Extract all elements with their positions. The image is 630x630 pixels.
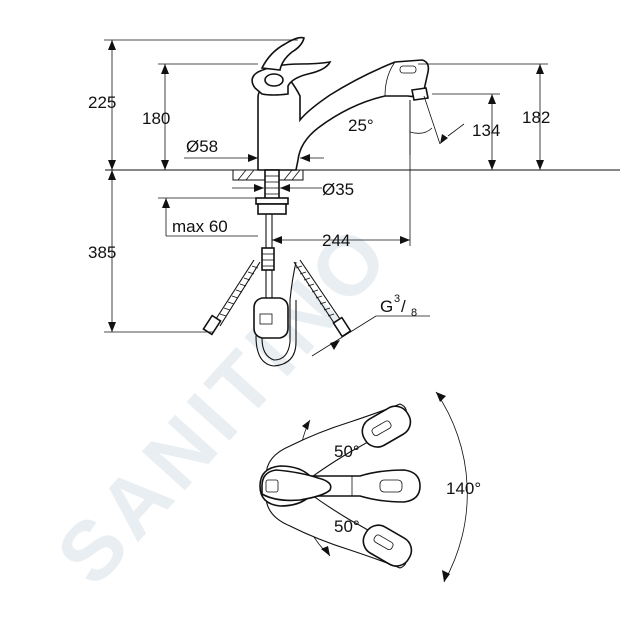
dim-total-height: 225: [88, 93, 116, 112]
angle-lower: 50°: [334, 517, 360, 536]
faucet-top-view: 50° 50° 140°: [259, 391, 481, 583]
spray-head-upper: [361, 405, 412, 448]
lever-handle: [251, 60, 332, 96]
svg-text:3: 3: [394, 293, 400, 305]
angle-total: 140°: [446, 479, 481, 498]
mounting-nut: [255, 197, 289, 205]
hose-weight: [253, 297, 289, 339]
dim-outlet-height: 182: [522, 108, 550, 127]
svg-text:G: G: [380, 297, 393, 316]
svg-text:8: 8: [411, 307, 417, 319]
spray-head-seam: [384, 61, 396, 97]
dim-aerator-height: 134: [472, 121, 500, 140]
faucet-side-view: 225 180 Ø58 182 134 25° Ø35: [88, 36, 620, 367]
dim-body-diameter: Ø58: [186, 137, 218, 156]
lever-top: [261, 469, 332, 502]
hose-weight-clip: [259, 313, 273, 325]
right-supply-hose: [293, 259, 352, 338]
hose-coupling: [261, 247, 275, 271]
svg-text:/: /: [401, 297, 406, 316]
dim-hole-diameter: Ø35: [322, 180, 354, 199]
lever-logo: [265, 479, 279, 493]
mounting-shank: [264, 169, 280, 201]
dim-spout-height: 180: [142, 109, 170, 128]
dim-projection: 244: [322, 231, 350, 250]
lever-hub: [264, 73, 284, 87]
spray-button: [399, 65, 417, 74]
connection-thread-label: G 3 / 8: [311, 293, 430, 357]
spray-button-top: [379, 479, 403, 493]
dim-hose-length: 385: [88, 243, 116, 262]
dim-max-deck: max 60: [172, 217, 228, 236]
mounting-plate: [257, 203, 287, 215]
rotation-arc-140: [435, 391, 468, 583]
aerator: [411, 87, 429, 101]
angle-upper: 50°: [334, 442, 360, 461]
dim-spout-angle: 25°: [348, 116, 374, 135]
lever-handle-ghost: [260, 36, 305, 71]
spray-head-lower: [362, 524, 413, 567]
